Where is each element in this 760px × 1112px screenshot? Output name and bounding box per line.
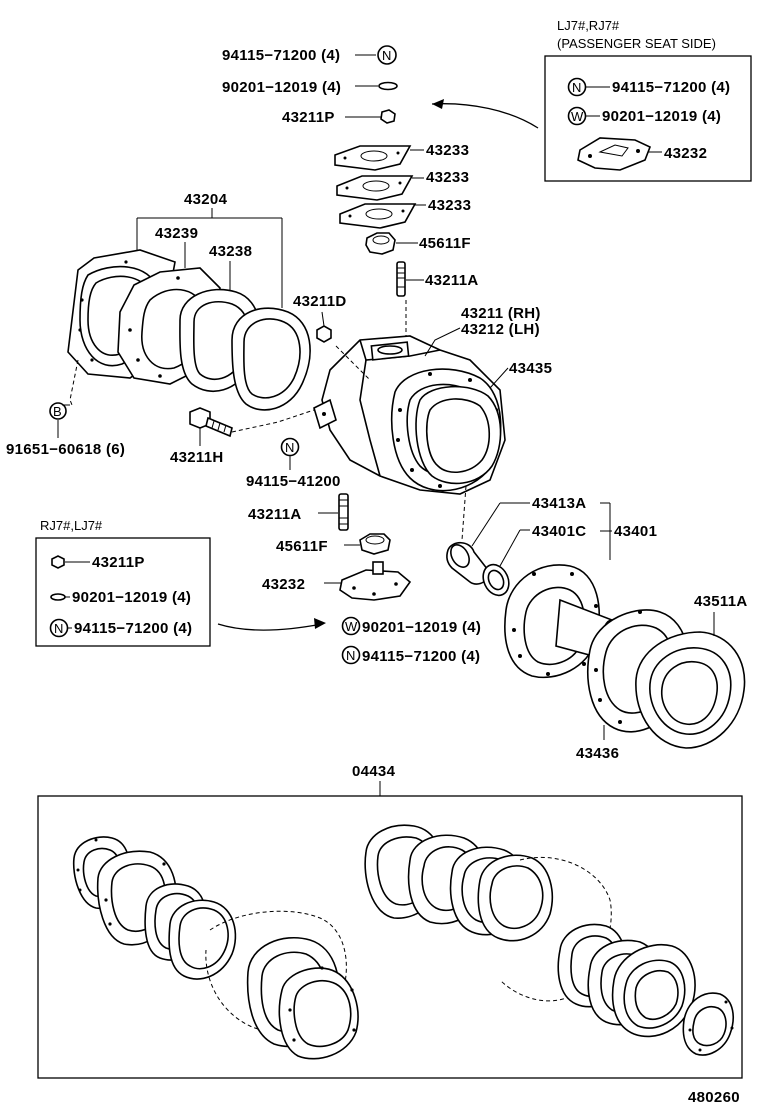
nut-symbol-n-icon: [377, 45, 397, 65]
symbol-b: B: [53, 404, 62, 419]
cover-43232-bottom: 43232: [262, 561, 412, 601]
label-43413A: 43413A: [532, 495, 586, 512]
box-rj7-title: RJ7#,LJ7#: [40, 518, 103, 533]
kit-parts-left: [72, 836, 359, 1060]
label-43211H: 43211H: [170, 449, 224, 466]
fastener-group-bottom: W 90201−12019 (4) N 94115−71200 (4): [341, 616, 481, 665]
rj7-callout: RJ7#,LJ7# 43211P 90201−12019 (4) N 94115…: [35, 518, 211, 647]
label-43233-1: 43233: [426, 142, 469, 159]
label-04434: 04434: [352, 763, 396, 780]
seal-45611F-top: 45611F: [365, 232, 471, 255]
seal-45611F-bottom: 45611F: [276, 533, 391, 555]
retainer-group-43204: 43204 43239 43238: [67, 191, 311, 411]
plug-43211D: 43211D: [293, 293, 347, 343]
label-43239: 43239: [155, 225, 198, 242]
nut-symbol-n-icon-mid: [280, 437, 300, 457]
box-passenger-item-1: 94115−71200 (4): [612, 79, 730, 96]
box-passenger-title-2: (PASSENGER SEAT SIDE): [557, 36, 716, 51]
label-43232-bottom: 43232: [262, 576, 305, 593]
label-90201-bottom: 90201−12019 (4): [362, 619, 481, 636]
figure-id: 480260: [688, 1089, 740, 1106]
symbol-w-box: W: [571, 109, 584, 124]
label-43211D: 43211D: [293, 293, 347, 310]
gasket-43233-a: 43233: [334, 142, 469, 171]
label-43401C: 43401C: [532, 523, 586, 540]
gasket-43435: 43435: [415, 360, 552, 485]
callout-arrow-bottom: [217, 623, 323, 631]
callout-arrow-top: [431, 103, 539, 129]
label-94115-71200-top: 94115−71200 (4): [222, 47, 340, 64]
label-43511A: 43511A: [694, 593, 748, 610]
label-45611F-bottom: 45611F: [276, 538, 328, 555]
label-94115-bottom: 94115−71200 (4): [362, 648, 480, 665]
label-43211P-top: 43211P: [282, 109, 335, 126]
symbol-n-bottom: N: [346, 648, 355, 663]
symbol-n-top: N: [382, 48, 391, 63]
rj7-box-frame: [35, 537, 211, 647]
box-passenger-item-2: 90201−12019 (4): [602, 108, 721, 125]
box-rj7-item-3: 94115−71200 (4): [74, 620, 192, 637]
label-43401: 43401: [614, 523, 657, 540]
box-passenger-item-3: 43232: [664, 145, 707, 162]
box-passenger-title-1: LJ7#,RJ7#: [557, 18, 620, 33]
kit-04434-box: [37, 795, 743, 1079]
symbol-n-rj7: N: [54, 621, 63, 636]
passenger-side-callout: LJ7#,RJ7# (PASSENGER SEAT SIDE) N 94115−…: [544, 18, 752, 182]
symbol-n-box: N: [572, 80, 581, 95]
box-rj7-item-1: 43211P: [92, 554, 145, 571]
label-90201-12019-top: 90201−12019 (4): [222, 79, 341, 96]
stud-43211A-bottom: 43211A: [248, 493, 349, 531]
label-45611F-top: 45611F: [419, 235, 471, 252]
gasket-43233-b: 43233: [336, 169, 469, 201]
label-43212-lh: 43212 (LH): [461, 321, 540, 338]
passenger-box-frame: [544, 55, 752, 182]
bolt-43211H: 43211H: [170, 407, 233, 466]
gasket-stack: 43233 43233 43233: [334, 142, 471, 229]
seal-43511A: 43511A: [635, 593, 748, 749]
plug-icon: [380, 109, 396, 124]
symbol-n-mid: N: [285, 440, 294, 455]
cover-plate-43232-icon: [577, 137, 652, 171]
fastener-group-top: 94115−71200 (4) N 90201−12019 (4) 43211P: [222, 45, 398, 126]
label-91651-60618: 91651−60618 (6): [6, 441, 125, 458]
label-43436: 43436: [576, 745, 619, 762]
gasket-43233-c: 43233: [339, 197, 471, 229]
shim-ring: [231, 307, 311, 411]
label-43238: 43238: [209, 243, 252, 260]
label-43233-2: 43233: [426, 169, 469, 186]
label-43211A-bottom: 43211A: [248, 506, 302, 523]
seal-43401C: [482, 563, 510, 597]
label-43204: 43204: [184, 191, 228, 208]
stud-43211A-top: 43211A: [396, 261, 479, 297]
label-43211-rh: 43211 (RH): [461, 305, 541, 322]
kit-parts-right: [364, 824, 734, 1056]
washer-icon: [378, 81, 398, 91]
label-43435: 43435: [509, 360, 552, 377]
label-94115-41200: 94115−41200: [246, 473, 341, 490]
label-43211A-top: 43211A: [425, 272, 479, 289]
symbol-w-bottom: W: [345, 619, 358, 634]
symbol-b-icon: [49, 402, 67, 420]
label-43233-3: 43233: [428, 197, 471, 214]
box-rj7-item-2: 90201−12019 (4): [72, 589, 191, 606]
